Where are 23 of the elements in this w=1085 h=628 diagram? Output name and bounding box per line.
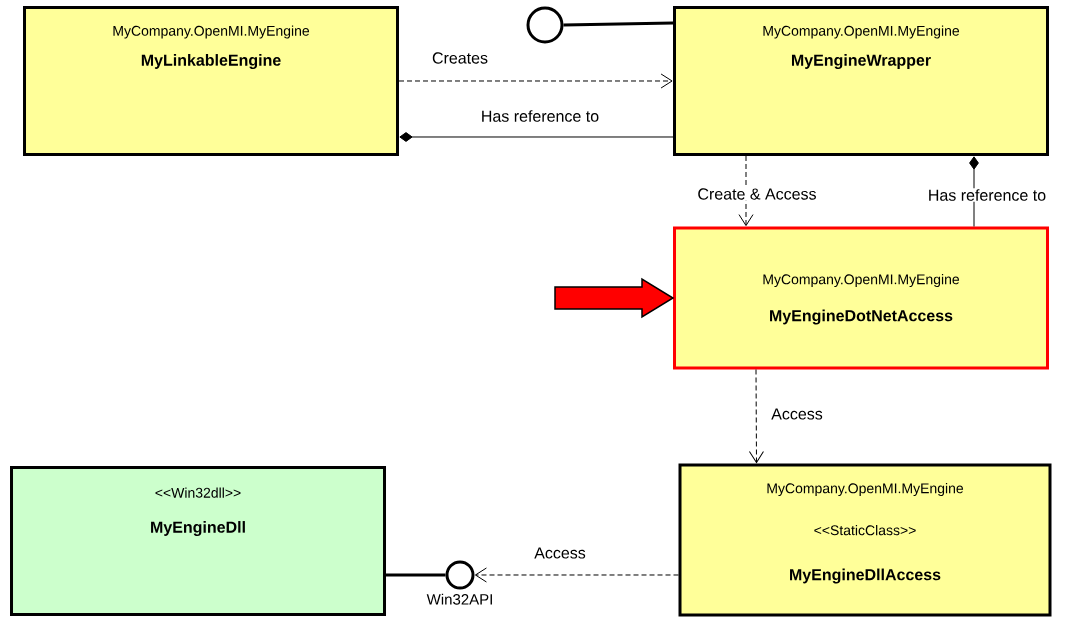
class-box: MyCompany.OpenMI.MyEngine MyLinkableEngine — [23, 6, 399, 156]
edge-label: Has reference to — [479, 109, 601, 123]
connector — [748, 369, 764, 464]
connector — [386, 573, 446, 577]
interface-circle — [445, 560, 475, 590]
connector — [399, 132, 674, 142]
edge-label: Has reference to — [926, 188, 1048, 202]
edge-label: Create & Access — [696, 187, 818, 201]
edge-label: Access — [533, 546, 587, 560]
connector — [969, 156, 979, 227]
connector — [563, 21, 674, 27]
connector — [738, 155, 754, 227]
connector — [398, 73, 673, 89]
class-box: <<Win32dll>> MyEngineDll — [10, 466, 386, 616]
block-arrow — [554, 277, 675, 319]
class-box: MyCompany.OpenMI.MyEngine MyEngineDotNetAccess — [673, 226, 1049, 370]
connector — [474, 567, 679, 583]
interface-circle — [526, 6, 564, 44]
edge-label: Access — [770, 407, 824, 421]
edge-label: Creates — [431, 51, 489, 65]
interface-label: Win32API — [426, 593, 492, 605]
class-box: MyCompany.OpenMI.MyEngine MyEngineWrapper — [673, 6, 1049, 156]
class-box: MyCompany.OpenMI.MyEngine <<StaticClass>> MyEngineDllAccess — [678, 463, 1052, 617]
